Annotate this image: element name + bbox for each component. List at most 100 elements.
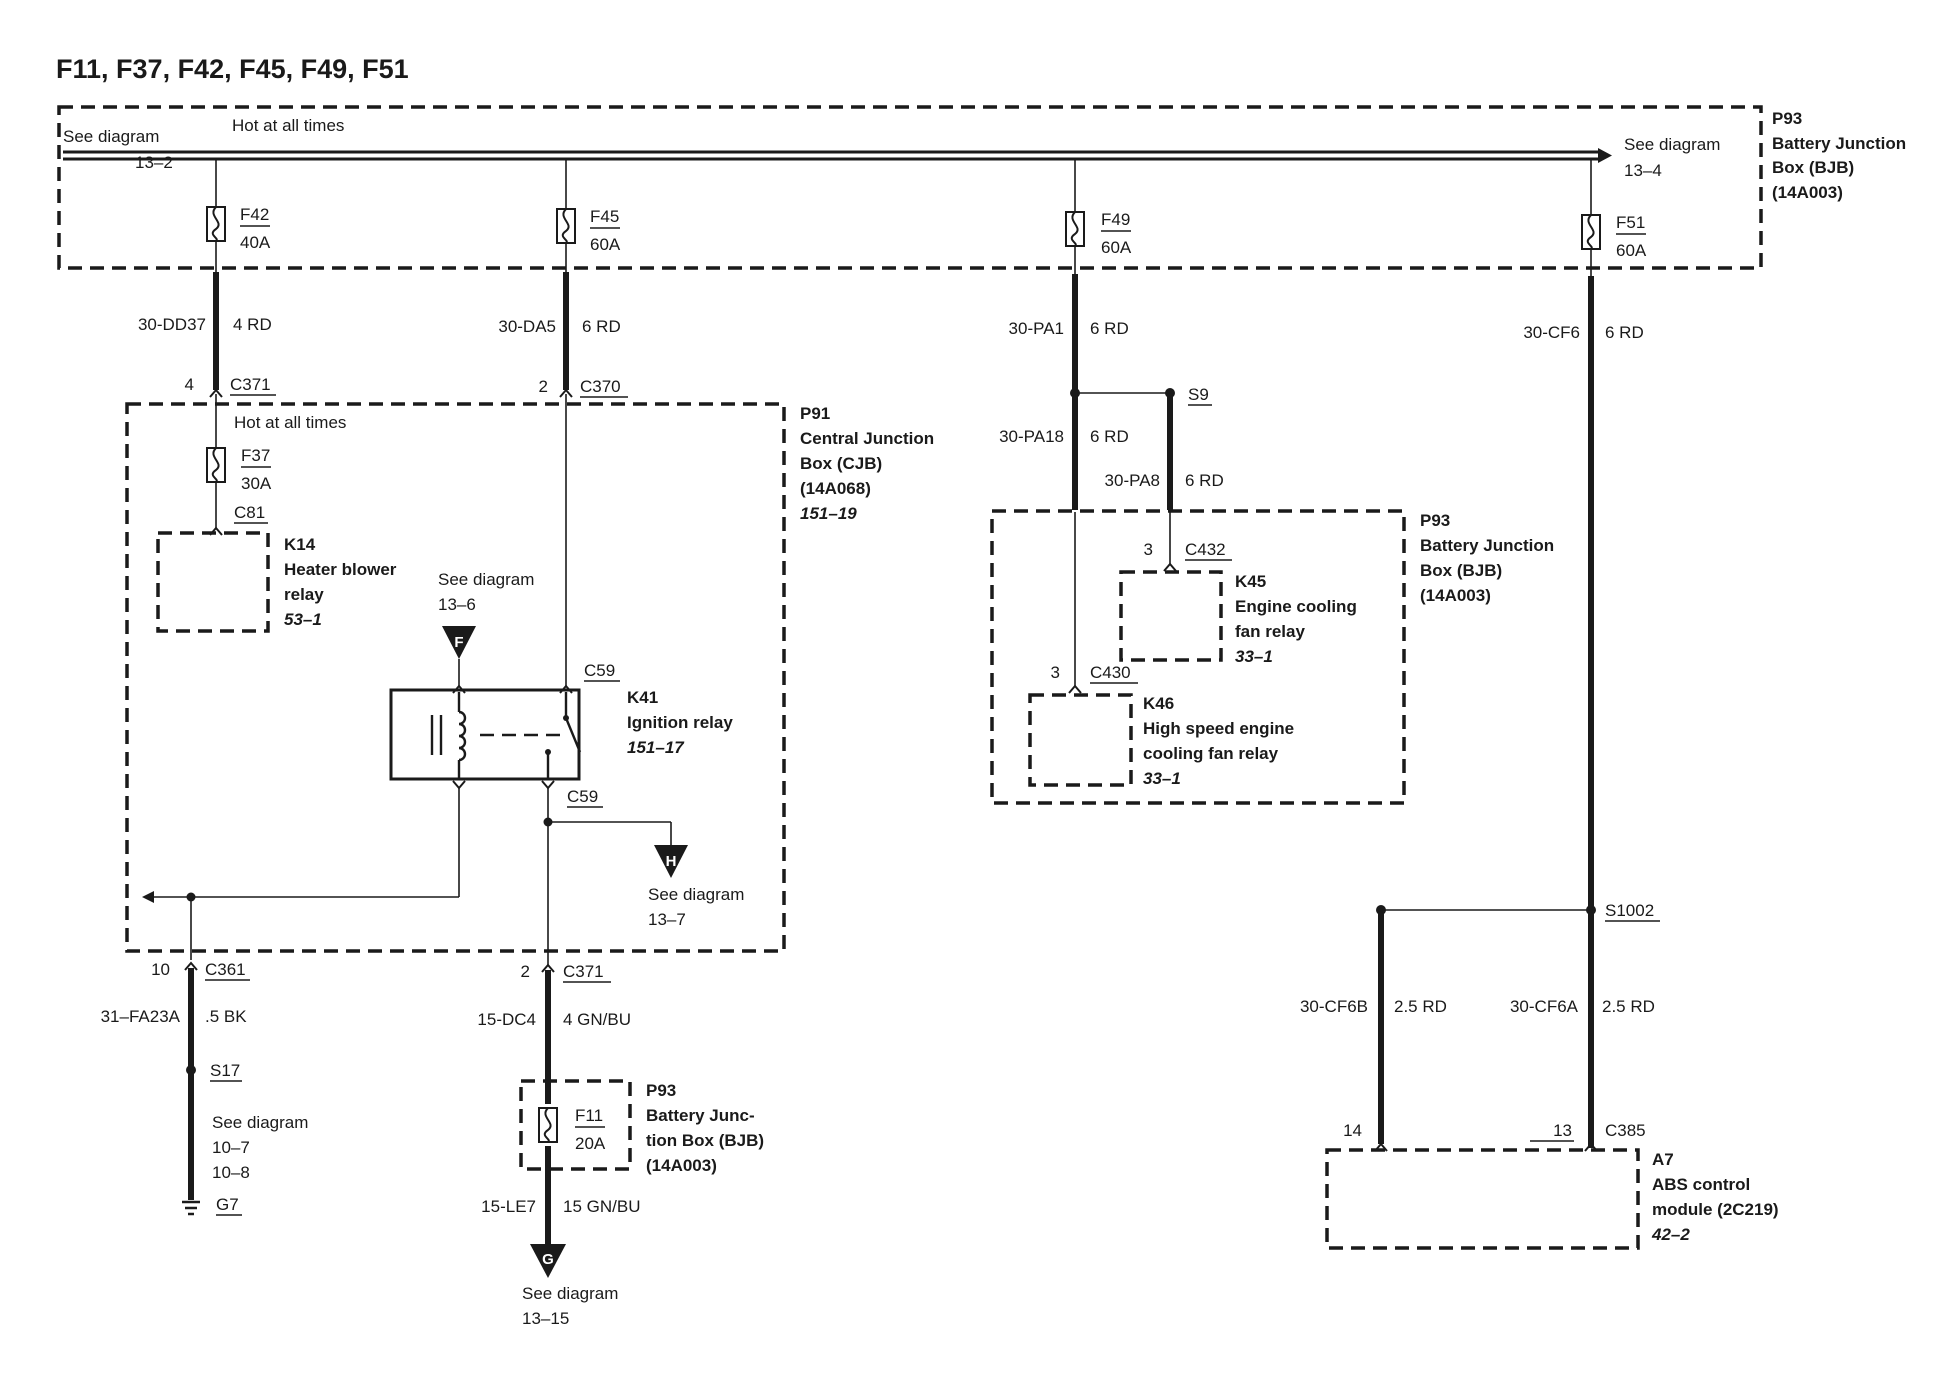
wire-w9-gauge: 15 GN/BU <box>563 1197 640 1216</box>
bjb-right-id: P93 <box>1420 511 1450 530</box>
wire-w5-gauge: 6 RD <box>1090 427 1129 446</box>
left-arrow-icon <box>142 891 154 903</box>
wire-w3-gauge: 6 RD <box>1090 319 1129 338</box>
wire-w6-circuit: 30-PA8 <box>1105 471 1160 490</box>
a7-ref: 42–2 <box>1651 1225 1690 1244</box>
c432-name: C432 <box>1185 540 1226 559</box>
wire-w7-circuit: 31–FA23A <box>101 1007 181 1026</box>
c371b-pin: 2 <box>521 962 530 981</box>
bjb-top-part: (14A003) <box>1772 183 1843 202</box>
cjb-hot-label: Hot at all times <box>234 413 346 432</box>
wire-w7-gauge: .5 BK <box>205 1007 247 1026</box>
ground-g7: G7 <box>216 1195 239 1214</box>
fuse-f37-name: F37 <box>241 446 270 465</box>
a7-line1: ABS control <box>1652 1175 1750 1194</box>
bus-arrow-icon <box>1598 148 1612 163</box>
fuse-f45-icon <box>556 208 576 244</box>
fuse-f11-rating: 20A <box>575 1134 606 1153</box>
a7-id: A7 <box>1652 1150 1674 1169</box>
cjb-ref: 151–19 <box>800 504 857 523</box>
splice-s9: S9 <box>1188 385 1209 404</box>
ref-s17-line3: 10–8 <box>212 1163 250 1182</box>
k45-box <box>1119 570 1223 662</box>
k45-line1: Engine cooling <box>1235 597 1357 616</box>
k46-box <box>1028 693 1133 787</box>
fuse-f45-rating: 60A <box>590 235 621 254</box>
ref-h-line1: See diagram <box>648 885 744 904</box>
fuse-f51-name: F51 <box>1616 213 1645 232</box>
fuse-f51-icon <box>1581 214 1601 250</box>
splice-s17: S17 <box>210 1061 240 1080</box>
wire-w10-gauge: 2.5 RD <box>1394 997 1447 1016</box>
wire-w8-gauge: 4 GN/BU <box>563 1010 631 1029</box>
k41-switch-icon <box>564 717 582 753</box>
bjb-right-line2: Box (BJB) <box>1420 561 1502 580</box>
k41-id: K41 <box>627 688 658 707</box>
fuse-f42-icon <box>206 206 226 242</box>
ref-f-letter: F <box>454 634 463 651</box>
wire-w1-gauge: 4 RD <box>233 315 272 334</box>
ref-f-marker-icon <box>442 626 476 659</box>
wire-w2-gauge: 6 RD <box>582 317 621 336</box>
k45-line2: fan relay <box>1235 622 1305 641</box>
wire-w5-circuit: 30-PA18 <box>999 427 1064 446</box>
k46-line1: High speed engine <box>1143 719 1294 738</box>
bjb-bottom-line1: Battery Junc- <box>646 1106 755 1125</box>
c361-pin: 10 <box>151 960 170 979</box>
fuse-f37-icon <box>206 447 226 483</box>
ref-g-letter: G <box>542 1251 554 1268</box>
k14-line2: relay <box>284 585 324 604</box>
page-title: F11, F37, F42, F45, F49, F51 <box>56 54 409 84</box>
bjb-bottom-line2: tion Box (BJB) <box>646 1131 764 1150</box>
c59b-name: C59 <box>567 787 598 806</box>
c361-name: C361 <box>205 960 246 979</box>
ref-f-line2: 13–6 <box>438 595 476 614</box>
ref-s17-line2: 10–7 <box>212 1138 250 1157</box>
ref-g-line2: 13–15 <box>522 1309 569 1328</box>
ref-g-line1: See diagram <box>522 1284 618 1303</box>
k46-line2: cooling fan relay <box>1143 744 1279 763</box>
bjb-top-line2: Box (BJB) <box>1772 158 1854 177</box>
k14-id: K14 <box>284 535 316 554</box>
bjb-top-line1: Battery Junction <box>1772 134 1906 153</box>
wire-w9-circuit: 15-LE7 <box>481 1197 536 1216</box>
wire-w3-circuit: 30-PA1 <box>1009 319 1064 338</box>
bjb-right-line1: Battery Junction <box>1420 536 1554 555</box>
fuse-f42-name: F42 <box>240 205 269 224</box>
c430-pin: 3 <box>1051 663 1060 682</box>
c59a-name: C59 <box>584 661 615 680</box>
bjb-bottom-box <box>519 1079 632 1171</box>
splice-s1002-dot <box>1586 905 1596 915</box>
cjb-id: P91 <box>800 404 830 423</box>
wire-w4-circuit: 30-CF6 <box>1523 323 1580 342</box>
wire-w6-gauge: 6 RD <box>1185 471 1224 490</box>
k45-ref: 33–1 <box>1235 647 1273 666</box>
c430-name: C430 <box>1090 663 1131 682</box>
c371a-name: C371 <box>230 375 271 394</box>
a7-box <box>1325 1148 1640 1250</box>
ref-s17-line1: See diagram <box>212 1113 308 1132</box>
fuse-f37-rating: 30A <box>241 474 272 493</box>
c385-pin-a: 14 <box>1343 1121 1362 1140</box>
fuse-f49-rating: 60A <box>1101 238 1132 257</box>
k41-ref: 151–17 <box>627 738 685 757</box>
k41-line1: Ignition relay <box>627 713 733 732</box>
cjb-line2: Box (CJB) <box>800 454 882 473</box>
k14-box <box>156 531 270 633</box>
c371b-name: C371 <box>563 962 604 981</box>
ref-h-marker-icon <box>654 845 688 878</box>
k14-ref: 53–1 <box>284 610 322 629</box>
k41-relay-box <box>389 688 581 781</box>
wire-w11-circuit: 30-CF6A <box>1510 997 1579 1016</box>
cjb-box <box>125 402 786 953</box>
connector-c430-icon <box>1068 685 1082 694</box>
bjb-bottom-id: P93 <box>646 1081 676 1100</box>
splice-s1002: S1002 <box>1605 901 1654 920</box>
fuse-f45-name: F45 <box>590 207 619 226</box>
c370-name: C370 <box>580 377 621 396</box>
k46-id: K46 <box>1143 694 1174 713</box>
bjb-top-id: P93 <box>1772 109 1802 128</box>
c81-name: C81 <box>234 503 265 522</box>
wire-w8-circuit: 15-DC4 <box>477 1010 536 1029</box>
